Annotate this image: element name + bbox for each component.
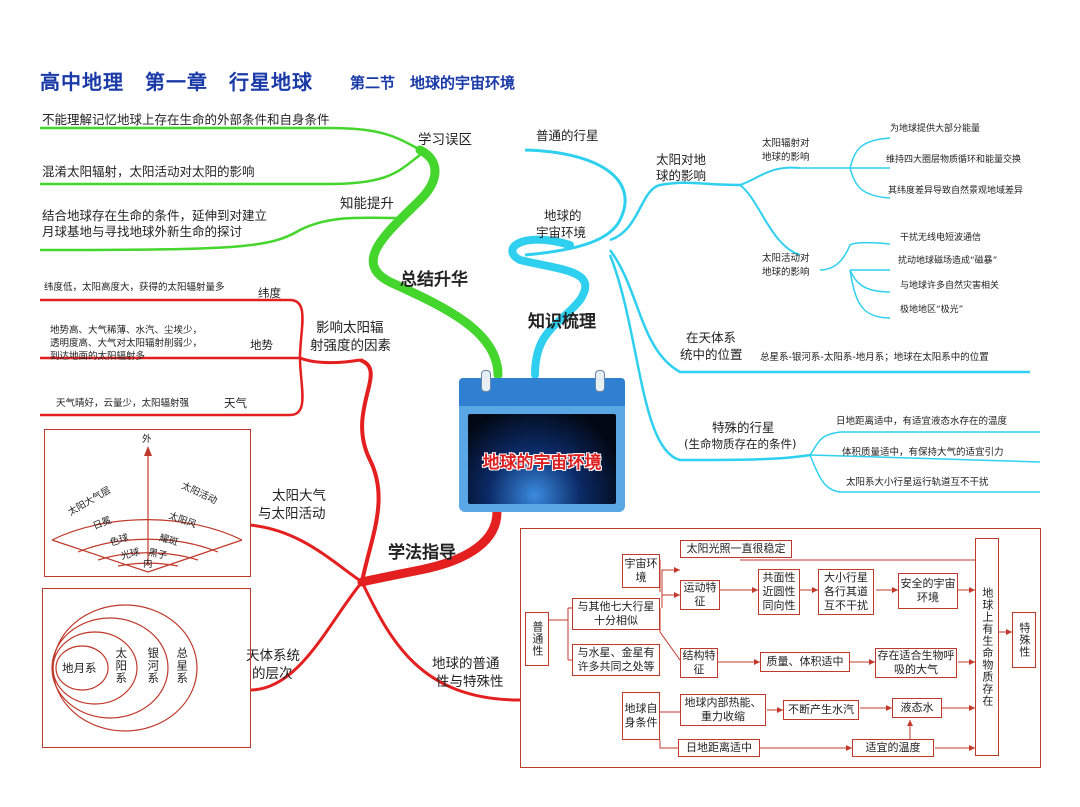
sun-effect-line2: 球的影响 xyxy=(656,168,707,183)
radiation-effect-line1: 太阳辐射对 xyxy=(762,138,810,149)
earth-night-image: 地球的宇宙环境 xyxy=(468,414,616,504)
solar-system: 太阳系 xyxy=(114,647,129,685)
position-line1: 在天体系 xyxy=(686,330,737,345)
radiation-item-1: 为地球提供大部分能量 xyxy=(890,124,981,134)
position-line2: 统中的位置 xyxy=(680,347,743,362)
flow-life-exists: 地球上有生命物质存在 xyxy=(975,538,999,756)
misconception-item-2: 混淆太阳辐射，太阳活动对太阳的影响 xyxy=(42,164,255,179)
factor-latitude-label: 纬度 xyxy=(258,286,281,300)
activity-item-2: 扰动地球磁场造成“磁暴” xyxy=(898,256,998,266)
activity-item-4: 极地地区“极光” xyxy=(900,305,964,315)
flow-safe-env: 安全的宇宙环境 xyxy=(898,573,958,609)
flow-water-vapor: 不断产生水汽 xyxy=(783,700,859,720)
cosmic-env-line1: 地球的 xyxy=(544,208,582,223)
flow-liquid-water: 液态水 xyxy=(892,698,942,718)
systems-label-line2: 的层次 xyxy=(252,666,293,682)
flow-motion: 运动特征 xyxy=(680,580,720,610)
special-item-1: 日地距离适中，有适宜液态水存在的温度 xyxy=(836,416,1008,427)
misconception-item-1: 不能理解记忆地球上存在生命的外部条件和自身条件 xyxy=(42,112,330,127)
flow-sun-distance: 日地距离适中 xyxy=(678,739,760,757)
center-title: 地球的宇宙环境 xyxy=(482,453,602,473)
outer-label: 外 xyxy=(142,434,152,445)
atmosphere-label-line2: 与太阳活动 xyxy=(258,506,326,522)
ordinary-special-line1: 地球的普通 xyxy=(432,656,500,672)
page-title: 高中地理 第一章 行星地球 xyxy=(40,70,313,94)
factor-terrain-line2: 透明度高、大气对太阳辐射削弱少， xyxy=(50,338,203,349)
factor-terrain-line1: 地势高、大气稀薄、水汽、尘埃少， xyxy=(50,325,203,336)
page-subtitle: 第二节 地球的宇宙环境 xyxy=(350,74,516,92)
factor-weather-text: 天气晴好，云量少，太阳辐射强 xyxy=(56,398,190,409)
flow-coplanar: 共面性近圆性同向性 xyxy=(758,569,800,615)
flowchart-frame xyxy=(520,528,1041,768)
branch-method: 学法指导 xyxy=(388,543,456,563)
universe-system: 总星系 xyxy=(175,647,190,685)
radiation-item-2: 维持四大圈层物质循环和能量交换 xyxy=(886,155,1022,165)
flow-similar-seven: 与其他七大行星十分相似 xyxy=(572,598,660,630)
misconceptions-label: 学习误区 xyxy=(418,132,472,148)
flow-ordinary: 普通性 xyxy=(525,612,549,666)
ability-label: 知能提升 xyxy=(340,196,394,212)
flow-mass-volume: 质量、体积适中 xyxy=(760,652,850,672)
special-item-2: 体积质量适中，有保持大气的适宜引力 xyxy=(842,447,1004,458)
activity-effect-line1: 太阳活动对 xyxy=(762,253,810,264)
activity-item-3: 与地球许多自然灾害相关 xyxy=(900,281,1000,291)
special-planet-line2: (生命物质存在的条件) xyxy=(684,437,797,451)
ordinary-special-line2: 性与特殊性 xyxy=(436,674,504,690)
activity-effect-line2: 地球的影响 xyxy=(762,267,810,278)
flow-special: 特殊性 xyxy=(1012,612,1036,668)
flow-internal-heat: 地球内部热能、重力收缩 xyxy=(680,694,766,726)
branch-knowledge: 知识梳理 xyxy=(528,312,596,332)
special-item-3: 太阳系大小行星运行轨道互不干扰 xyxy=(846,477,989,488)
ability-item-line2: 月球基地与寻找地球外新生命的探讨 xyxy=(42,224,243,239)
ability-item-line1: 结合地球存在生命的条件，延伸到对建立 xyxy=(42,208,268,223)
systems-label-line1: 天体系统 xyxy=(246,648,300,664)
factor-terrain-line3: 到达地面的太阳辐射多 xyxy=(50,351,146,362)
flow-self-condition: 地球自身条件 xyxy=(622,692,660,740)
flow-atmosphere-ok: 存在适合生物呼吸的大气 xyxy=(875,648,957,678)
milky-way-system: 银河系 xyxy=(146,647,161,685)
flow-orbits: 大小行星各行其道互不干扰 xyxy=(818,569,874,615)
flow-sun-stable: 太阳光照一直很稳定 xyxy=(680,540,792,558)
factors-label-line2: 射强度的因素 xyxy=(310,338,391,354)
inner-label: 内 xyxy=(143,559,153,570)
factor-weather-label: 天气 xyxy=(224,396,247,410)
center-node: 地球的宇宙环境 xyxy=(459,370,625,512)
special-planet-line1: 特殊的行星 xyxy=(712,420,775,435)
ordinary-planet-label: 普通的行星 xyxy=(536,128,599,143)
celestial-systems-diagram xyxy=(42,588,251,748)
factor-latitude-text: 纬度低，太阳高度大，获得的太阳辐射量多 xyxy=(44,282,225,293)
factor-terrain-label: 地势 xyxy=(250,338,273,352)
branch-summary: 总结升华 xyxy=(400,270,468,290)
earth-moon-system: 地月系 xyxy=(62,661,97,675)
position-text: 总星系-银河系-太阳系-地月系；地球在太阳系中的位置 xyxy=(760,352,989,363)
radiation-item-3: 其纬度差异导致自然景观地域差异 xyxy=(888,186,1024,196)
cosmic-env-line2: 宇宙环境 xyxy=(536,225,587,240)
activity-item-1: 干扰无线电短波通信 xyxy=(900,233,982,243)
flow-cosmic-env: 宇宙环境 xyxy=(622,554,660,588)
atmosphere-label-line1: 太阳大气 xyxy=(272,488,326,504)
radiation-effect-line2: 地球的影响 xyxy=(762,152,810,163)
factors-label-line1: 影响太阳辐 xyxy=(316,320,384,336)
sun-atmosphere-diagram xyxy=(44,429,251,577)
flow-similar-many: 与水星、金星有许多共同之处等 xyxy=(572,644,660,676)
flow-temperature: 适宜的温度 xyxy=(852,739,934,757)
sun-effect-line1: 太阳对地 xyxy=(656,152,707,167)
flow-structure: 结构特征 xyxy=(680,648,718,678)
